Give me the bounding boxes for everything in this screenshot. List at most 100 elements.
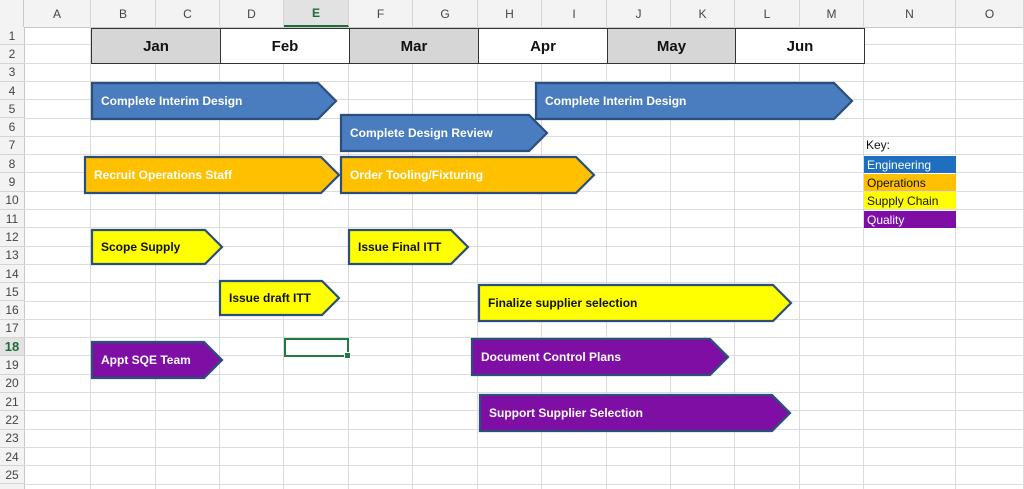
task-label: Complete Interim Design	[545, 94, 687, 108]
column-header-b[interactable]: B	[91, 0, 156, 27]
task-label: Appt SQE Team	[101, 353, 191, 367]
task-arrow-polygon	[83, 155, 341, 195]
task-arrow-polygon	[477, 283, 793, 323]
selected-cell[interactable]	[284, 338, 351, 359]
row-header-5[interactable]: 5	[0, 100, 24, 119]
task-arrow-polygon	[90, 81, 338, 121]
task-arrow-polygon	[534, 81, 854, 121]
row-header-18[interactable]: 18	[0, 338, 24, 357]
row-header-12[interactable]: 12	[0, 228, 24, 247]
row-header-9[interactable]: 9	[0, 173, 24, 192]
grid-column-line	[955, 27, 956, 489]
row-header-1[interactable]: 1	[0, 27, 24, 46]
task-arrow-shape	[470, 337, 730, 377]
task-arrow-polygon	[218, 279, 341, 317]
task-arrow-shape	[477, 283, 793, 323]
column-header-j[interactable]: J	[607, 0, 671, 27]
grid-row-line	[24, 446, 1024, 448]
month-header-apr: Apr	[478, 28, 608, 64]
row-header-24[interactable]: 24	[0, 448, 24, 467]
task-arrow-polygon	[339, 155, 596, 195]
row-header-10[interactable]: 10	[0, 192, 24, 210]
column-header-n[interactable]: N	[864, 0, 956, 27]
task-label: Complete Interim Design	[101, 94, 243, 108]
column-header-o[interactable]: O	[956, 0, 1024, 27]
grid-row-line	[24, 263, 1024, 265]
row-header-19[interactable]: 19	[0, 356, 24, 375]
row-header-8[interactable]: 8	[0, 155, 24, 174]
task-arrow-shape	[83, 155, 341, 195]
row-header-14[interactable]: 14	[0, 265, 24, 284]
column-header-e[interactable]: E	[284, 0, 349, 27]
task-label: Issue draft ITT	[229, 291, 312, 305]
row-header-17[interactable]: 17	[0, 320, 24, 339]
column-header-i[interactable]: I	[542, 0, 607, 27]
key-item-engineering: Engineering	[864, 156, 956, 173]
month-header-may: May	[607, 28, 736, 64]
grid-row-line	[24, 227, 1024, 229]
task-arrow-shape	[218, 279, 341, 317]
row-header-22[interactable]: 22	[0, 411, 24, 430]
row-header-6[interactable]: 6	[0, 119, 24, 137]
grid-row-line	[24, 337, 1024, 339]
row-header-21[interactable]: 21	[0, 393, 24, 412]
task-arrow-shape	[90, 340, 224, 380]
task-arrow[interactable]: Issue Final ITT	[347, 228, 470, 266]
column-header-g[interactable]: G	[413, 0, 478, 27]
grid-column-line	[863, 27, 864, 489]
column-header-k[interactable]: K	[671, 0, 735, 27]
task-arrow[interactable]: Order Tooling/Fixturing	[339, 155, 596, 195]
grid-column-line	[219, 27, 220, 489]
column-header-a[interactable]: A	[24, 0, 91, 27]
row-header-16[interactable]: 16	[0, 302, 24, 320]
task-arrow-polygon	[478, 393, 792, 433]
grid-column-line	[734, 27, 735, 489]
task-arrow[interactable]: Recruit Operations Staff	[83, 155, 341, 195]
row-header-20[interactable]: 20	[0, 375, 24, 393]
task-arrow[interactable]: Issue draft ITT	[218, 279, 341, 317]
task-arrow[interactable]: Support Supplier Selection	[478, 393, 792, 433]
task-arrow[interactable]: Finalize supplier selection	[477, 283, 793, 323]
column-header-l[interactable]: L	[735, 0, 800, 27]
row-header-23[interactable]: 23	[0, 430, 24, 448]
row-header-25[interactable]: 25	[0, 466, 24, 485]
grid-row-line	[24, 154, 1024, 156]
task-label: Scope Supply	[101, 240, 181, 254]
grid-column-line	[541, 27, 542, 489]
task-arrow[interactable]: Complete Interim Design	[90, 81, 338, 121]
task-arrow[interactable]: Document Control Plans	[470, 337, 730, 377]
row-header-11[interactable]: 11	[0, 210, 24, 229]
row-header-13[interactable]: 13	[0, 247, 24, 265]
grid-row-line	[24, 483, 1024, 485]
task-arrow-shape	[339, 113, 549, 153]
column-header-h[interactable]: H	[478, 0, 542, 27]
row-header-2[interactable]: 2	[0, 45, 24, 64]
month-header-feb: Feb	[220, 28, 350, 64]
task-arrow[interactable]: Scope Supply	[90, 228, 224, 266]
task-arrow-polygon	[470, 337, 730, 377]
month-header-jan: Jan	[91, 28, 221, 64]
grid-row-line	[24, 245, 1024, 247]
task-arrow-shape	[90, 81, 338, 121]
column-header-f[interactable]: F	[349, 0, 413, 27]
row-header-3[interactable]: 3	[0, 64, 24, 82]
grid-row-line	[24, 80, 1024, 82]
grid-row-line	[24, 209, 1024, 210]
select-all-corner[interactable]	[0, 0, 24, 27]
row-header-15[interactable]: 15	[0, 283, 24, 302]
task-arrow[interactable]: Complete Design Review	[339, 113, 549, 153]
row-header-7[interactable]: 7	[0, 137, 24, 156]
key-title: Key:	[866, 138, 891, 152]
task-arrow[interactable]: Complete Interim Design	[534, 81, 854, 121]
month-header-mar: Mar	[349, 28, 479, 64]
column-header-m[interactable]: M	[800, 0, 864, 27]
row-header-4[interactable]: 4	[0, 82, 24, 101]
task-arrow-shape	[339, 155, 596, 195]
grid-column-line	[606, 27, 607, 489]
task-label: Recruit Operations Staff	[94, 168, 233, 182]
grid-column-line	[477, 27, 478, 489]
task-arrow-shape	[347, 228, 470, 266]
column-header-c[interactable]: C	[156, 0, 220, 27]
column-header-d[interactable]: D	[220, 0, 284, 27]
task-arrow[interactable]: Appt SQE Team	[90, 340, 224, 380]
